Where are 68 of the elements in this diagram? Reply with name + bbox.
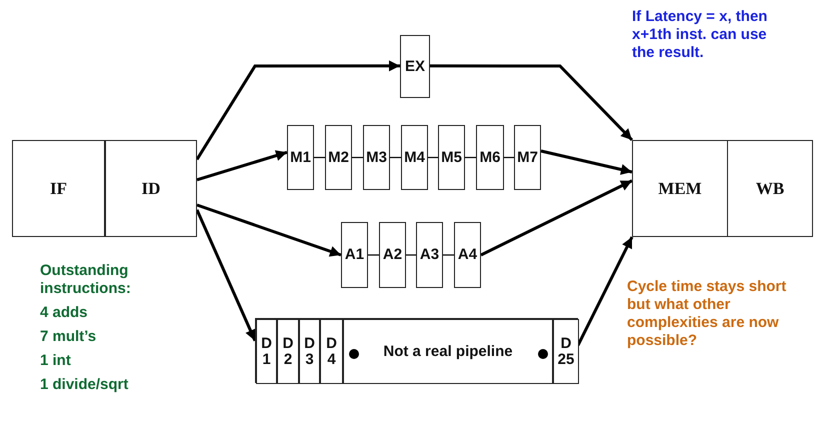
- stage-box: [632, 140, 728, 237]
- stage-label: D 25: [557, 336, 575, 368]
- stage-label: D 1: [260, 336, 273, 368]
- stage-label: IF: [50, 180, 67, 198]
- stage-box: [320, 319, 343, 384]
- arrow: [540, 150, 632, 175]
- stage-box: [363, 125, 390, 190]
- stage-label: A2: [382, 247, 402, 263]
- divider-unit-box: [255, 318, 578, 383]
- connector-line: [390, 156, 401, 158]
- stage-label: MEM: [658, 180, 702, 198]
- stage-box: [256, 319, 277, 384]
- stage-label: A1: [344, 247, 364, 263]
- connector-line: [443, 254, 454, 256]
- stage-box: [400, 35, 430, 98]
- stage-box: [514, 125, 541, 190]
- stage-label: M5: [441, 150, 462, 166]
- stage-label: D 3: [303, 336, 316, 368]
- arrow: [196, 209, 256, 342]
- arrow: [430, 64, 634, 142]
- stage-label: A4: [458, 247, 478, 263]
- stage-label: Not a real pipeline: [383, 344, 513, 360]
- stage-label: ID: [142, 180, 160, 198]
- stage-box: [12, 140, 105, 237]
- stage-box: [325, 125, 352, 190]
- connector-line: [428, 156, 438, 158]
- stage-label: A3: [420, 247, 440, 263]
- stage-box: [416, 222, 443, 288]
- stage-box: [343, 319, 553, 384]
- stage-box: [553, 319, 579, 384]
- stage-label: M6: [480, 150, 500, 166]
- stage-label: D 4: [325, 336, 338, 368]
- stage-label: WB: [756, 180, 784, 198]
- outstanding-note: 1 divide/sqrt: [40, 376, 130, 394]
- arrow: [196, 204, 342, 257]
- connector-line: [406, 254, 416, 256]
- latency-note: If Latency = x, then x+1th inst. can use the result.: [632, 8, 768, 62]
- stage-label: M1: [290, 150, 311, 166]
- cycle-time-note: Cycle time stays short but what other complexities are now possible?: [627, 278, 788, 350]
- stage-box: [299, 319, 320, 384]
- stage-box: [341, 222, 368, 288]
- arrow: [196, 60, 400, 160]
- stage-label: M3: [366, 150, 387, 166]
- connector-line: [504, 156, 514, 158]
- connector-line: [314, 156, 325, 158]
- connector-line: [352, 156, 363, 158]
- stage-box: [379, 222, 406, 288]
- stage-box: [287, 125, 314, 190]
- stage-box: [401, 125, 428, 190]
- stage-box: [277, 319, 299, 384]
- arrow: [480, 179, 633, 256]
- connector-line: [465, 156, 476, 158]
- outstanding-note: 7 mult’s: [40, 328, 98, 346]
- stage-label: D 2: [282, 336, 294, 368]
- connector-line: [368, 254, 379, 256]
- arrow: [196, 150, 288, 182]
- stage-label: M7: [517, 150, 538, 166]
- stage-label: M2: [328, 150, 349, 166]
- stage-box: [476, 125, 504, 190]
- stage-label: EX: [404, 58, 425, 74]
- stage-box: [727, 140, 813, 237]
- stage-box: [105, 140, 197, 237]
- outstanding-note: 4 adds: [40, 304, 89, 322]
- stage-box: [454, 222, 481, 288]
- outstanding-note: 1 int: [40, 352, 72, 370]
- stage-box: [438, 125, 465, 190]
- outstanding-note: Outstanding instructions:: [40, 262, 132, 298]
- stage-label: M4: [404, 150, 425, 166]
